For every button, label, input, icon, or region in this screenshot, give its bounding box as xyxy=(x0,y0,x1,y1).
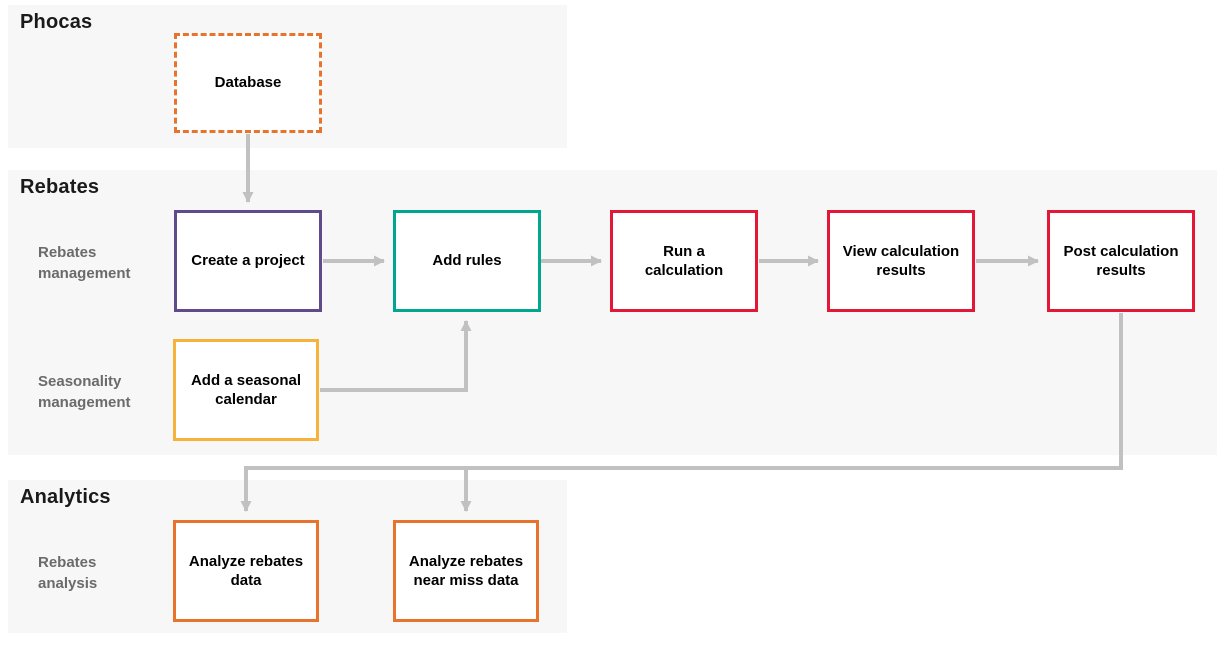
node-run-a-calculation-label: Run a calculation xyxy=(644,242,724,280)
section-title-phocas: Phocas xyxy=(20,11,93,33)
node-run-a-calculation: Run a calculation xyxy=(610,210,758,312)
section-title-analytics: Analytics xyxy=(20,486,111,508)
node-create-a-project: Create a project xyxy=(174,210,322,312)
node-add-rules-label: Add rules xyxy=(432,252,502,270)
lane-label-seasonality-management: Seasonality management xyxy=(38,373,131,412)
node-view-calculation-results: View calculation results xyxy=(827,210,975,312)
node-add-a-seasonal-calendar-label: Add a seasonal calendar xyxy=(190,371,302,409)
node-add-a-seasonal-calendar: Add a seasonal calendar xyxy=(173,339,319,441)
node-analyze-rebates-near-miss-data-label: Analyze rebates near miss data xyxy=(408,552,524,590)
lane-label-rebates-analysis: Rebates analysis xyxy=(38,554,98,593)
node-create-a-project-label: Create a project xyxy=(191,252,305,270)
lane-label-rebates-management: Rebates management xyxy=(38,244,131,283)
section-title-rebates: Rebates xyxy=(20,176,100,198)
node-view-calculation-results-label: View calculation results xyxy=(842,242,960,280)
node-analyze-rebates-data-label: Analyze rebates data xyxy=(188,552,304,590)
node-post-calculation-results-label: Post calculation results xyxy=(1063,242,1179,280)
node-database: Database xyxy=(174,33,322,133)
node-post-calculation-results: Post calculation results xyxy=(1047,210,1195,312)
node-analyze-rebates-near-miss-data: Analyze rebates near miss data xyxy=(393,520,539,622)
node-add-rules: Add rules xyxy=(393,210,541,312)
node-analyze-rebates-data: Analyze rebates data xyxy=(173,520,319,622)
node-database-label: Database xyxy=(214,74,282,92)
